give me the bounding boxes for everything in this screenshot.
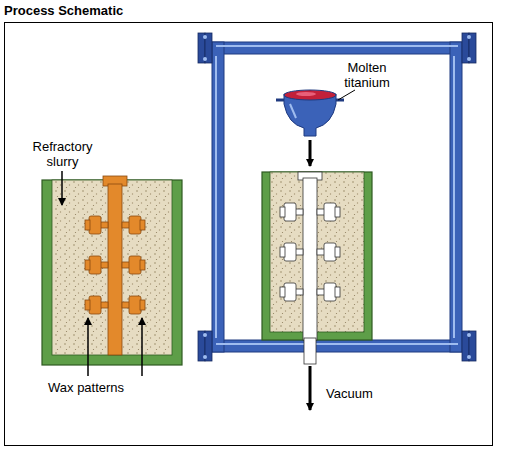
part-label: Molten titanium	[332, 60, 402, 90]
part-label: Refractory slurry	[25, 139, 100, 169]
pattern-arrow	[141, 318, 143, 376]
refractory-flask	[42, 176, 182, 365]
pattern-arrow	[87, 318, 89, 376]
mold-flask	[262, 172, 372, 364]
pour-arrow	[309, 140, 312, 166]
part-label: Vacuum	[326, 386, 373, 401]
diagram-title: Process Schematic	[4, 3, 123, 18]
slurry-arrow	[61, 171, 63, 205]
vacuum-chamber	[198, 33, 476, 361]
ladle	[276, 90, 344, 136]
vacuum-arrow	[309, 366, 312, 410]
part-label: Wax patterns	[48, 380, 124, 395]
leader-line	[338, 90, 355, 100]
